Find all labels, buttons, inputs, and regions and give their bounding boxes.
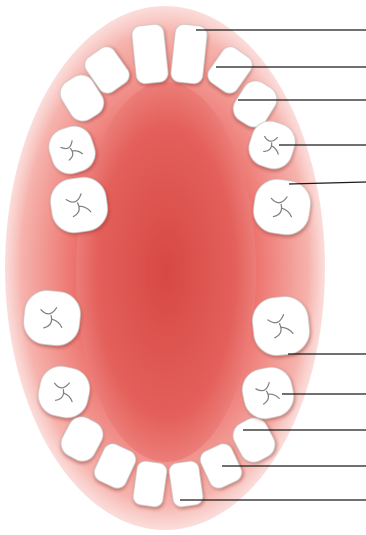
lower-tooth-5: [132, 460, 168, 508]
palate: [76, 82, 256, 462]
upper-tooth-5: [131, 23, 169, 84]
upper-tooth-6: [170, 23, 208, 84]
lower-tooth-6: [168, 460, 204, 508]
gum-area: [5, 6, 325, 530]
